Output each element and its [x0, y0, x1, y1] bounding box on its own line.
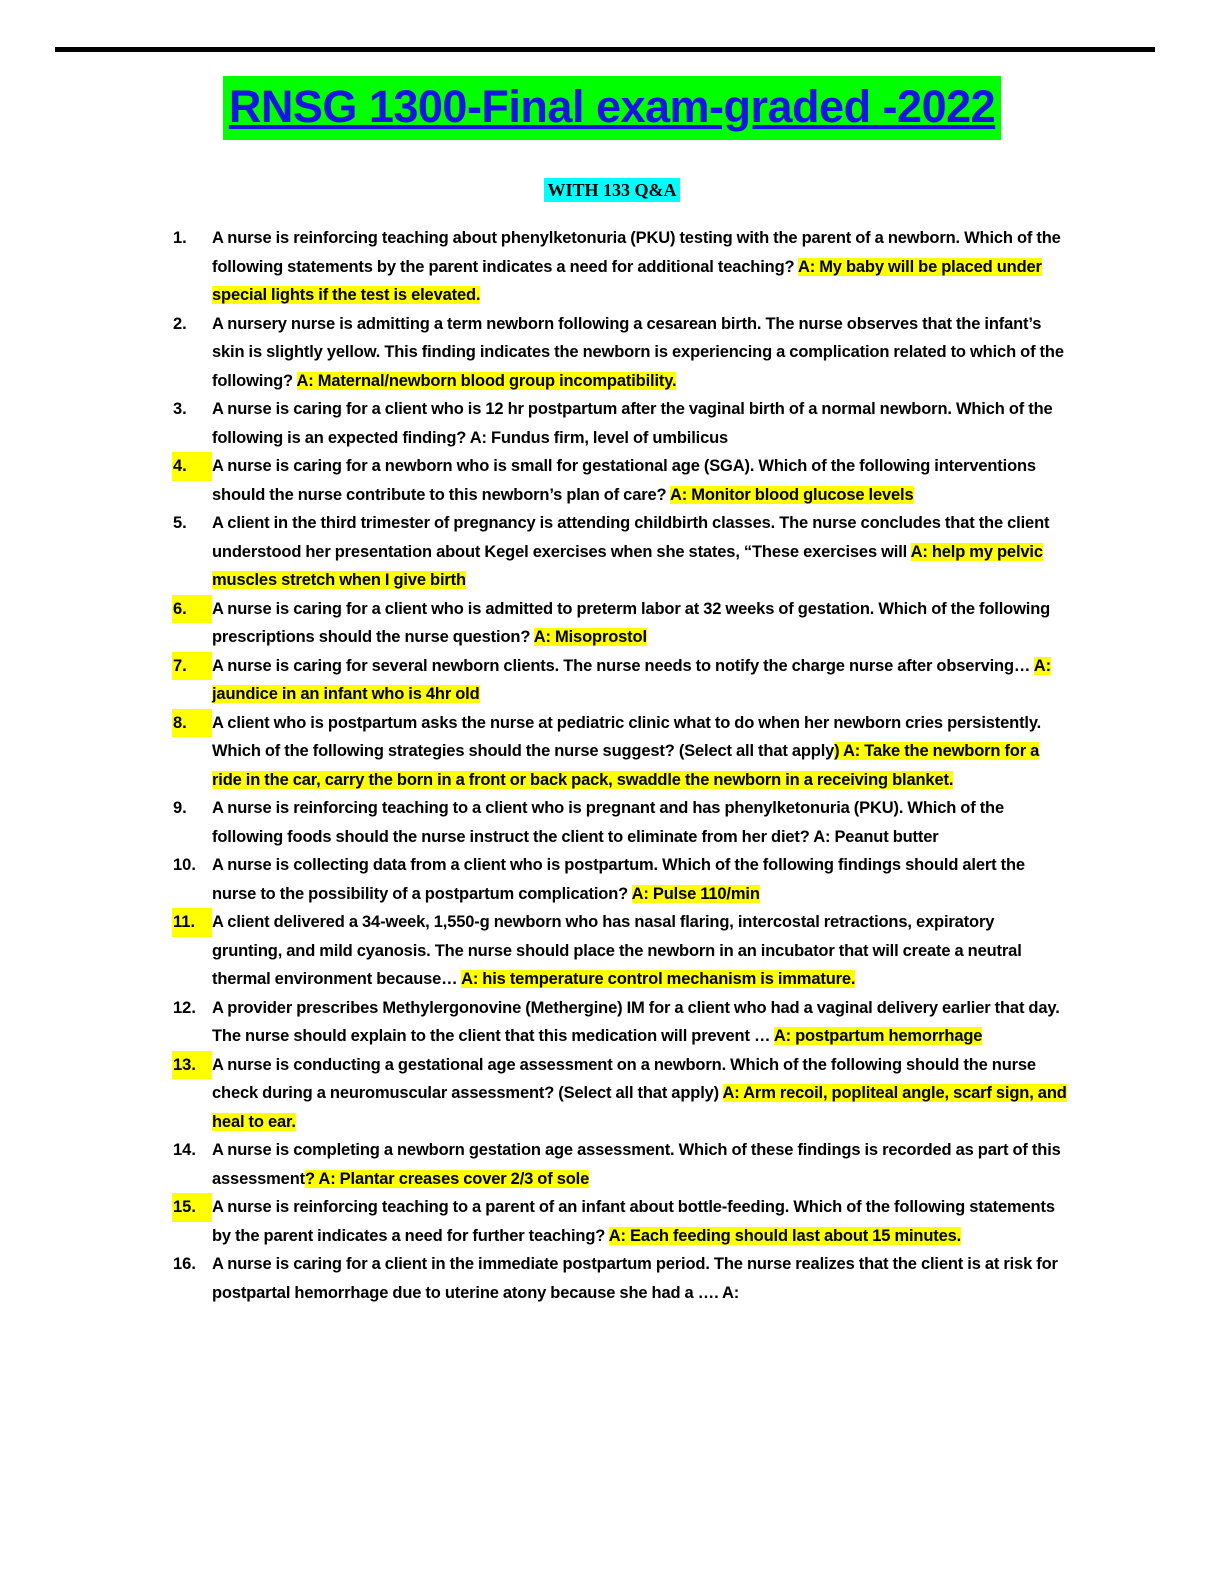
question-stem: A nurse is caring for a client who is ad… — [212, 599, 1051, 647]
page-subtitle: WITH 133 Q&A — [544, 178, 680, 202]
page-title: RNSG 1300-Final exam-graded -2022 — [222, 76, 1002, 140]
question-stem: A provider prescribes Methylergonovine (… — [212, 998, 1060, 1046]
header-horizontal-rule — [55, 47, 1155, 52]
question-stem: A nursery nurse is admitting a term newb… — [212, 314, 1064, 390]
question-item: 14. A nurse is completing a newborn gesta… — [172, 1136, 1067, 1193]
question-item: 4. A nurse is caring for a newborn who is… — [172, 452, 1067, 509]
question-text: A nurse is completing a newborn gestatio… — [212, 1136, 1067, 1193]
question-number-label: 12. — [173, 998, 196, 1017]
question-number: 6. — [172, 594, 212, 623]
question-item: 13.A nurse is conducting a gestational a… — [172, 1050, 1067, 1137]
question-number: 14. — [172, 1136, 212, 1165]
question-item: 9. A nurse is reinforcing teaching to a c… — [172, 794, 1067, 851]
question-number-label: 4. — [172, 452, 201, 481]
question-stem: A nurse is caring for several newborn cl… — [212, 656, 1034, 675]
question-stem: A nurse is reinforcing teaching to a cli… — [212, 799, 1005, 846]
question-item: 11.A client delivered a 34-week, 1,550-g… — [172, 908, 1067, 994]
question-text: A nurse is reinforcing teaching to a par… — [212, 1193, 1067, 1250]
question-stem: A nurse is reinforcing teaching about ph… — [212, 229, 1061, 276]
answer-highlight: A: Monitor blood glucose levels — [669, 485, 914, 504]
question-item: 16. A nurse is caring for a client in the… — [172, 1250, 1067, 1307]
question-item: 5. A client in the third trimester of pre… — [172, 509, 1067, 595]
question-stem: A nurse is completing a newborn gestatio… — [212, 1141, 1061, 1188]
question-number: 12. — [172, 994, 212, 1023]
question-number-label: 6. — [172, 594, 201, 623]
question-stem: A client in the third trimester of pregn… — [212, 514, 1050, 561]
answer-highlight: A: Maternal/newborn blood group incompat… — [296, 371, 677, 390]
question-number: 1. — [172, 224, 212, 253]
question-number-label: 7. — [172, 651, 201, 680]
question-item: 10. A nurse is collecting data from a cli… — [172, 851, 1067, 908]
question-text: A client who is postpartum asks the nurs… — [212, 709, 1067, 795]
question-text: A nurse is reinforcing teaching about ph… — [212, 224, 1067, 310]
question-text: A nurse is collecting data from a client… — [212, 851, 1067, 908]
question-item: 7. A nurse is caring for several newborn … — [172, 651, 1067, 709]
question-number-label: 8. — [172, 708, 201, 737]
question-text: A nurse is caring for a newborn who is s… — [212, 452, 1067, 509]
question-number-label: 10. — [173, 856, 196, 874]
page-title-container: RNSG 1300-Final exam-graded -2022 — [0, 76, 1224, 140]
question-stem: A client who is postpartum asks the nurs… — [212, 713, 1042, 761]
question-list: 1. A nurse is reinforcing teaching about … — [172, 224, 1067, 1307]
question-stem: A nurse is collecting data from a client… — [212, 856, 1025, 903]
question-number: 15. — [172, 1193, 212, 1222]
answer-highlight: ? A: Plantar creases cover 2/3 of sole — [304, 1169, 590, 1188]
question-item: 2. A nursery nurse is admitting a term ne… — [172, 310, 1067, 396]
question-number-label: 15. — [172, 1193, 210, 1222]
question-stem: A nurse is caring for a client who is 12… — [212, 400, 1053, 447]
question-text: A nurse is caring for a client in the im… — [212, 1250, 1067, 1307]
question-number: 13. — [172, 1050, 212, 1079]
question-text: A nurse is caring for a client who is 12… — [212, 395, 1067, 452]
question-item: 1. A nurse is reinforcing teaching about … — [172, 224, 1067, 310]
question-stem: A nurse is caring for a newborn who is s… — [212, 457, 1036, 504]
question-number: 7. — [172, 651, 212, 680]
question-number: 5. — [172, 509, 212, 538]
question-item: 6. A nurse is caring for a client who is … — [172, 594, 1067, 652]
question-number: 3. — [172, 395, 212, 424]
question-number: 11. — [172, 908, 212, 937]
question-text: A nurse is reinforcing teaching to a cli… — [212, 794, 1067, 851]
question-number: 16. — [172, 1250, 212, 1279]
question-number-label: 11. — [172, 908, 210, 937]
question-number-label: 5. — [173, 514, 187, 532]
question-number: 9. — [172, 794, 212, 823]
question-text: A client delivered a 34-week, 1,550-g ne… — [212, 908, 1067, 994]
question-item: 8. A client who is postpartum asks the nu… — [172, 708, 1067, 795]
answer-highlight: A: postpartum hemorrhage — [773, 1027, 983, 1045]
question-number-label: 13. — [172, 1050, 210, 1079]
page-subtitle-container: WITH 133 Q&A — [0, 178, 1224, 202]
question-stem: A client delivered a 34-week, 1,550-g ne… — [212, 913, 1022, 988]
question-number-label: 3. — [173, 400, 187, 418]
question-number-label: 16. — [173, 1255, 196, 1273]
question-number: 4. — [172, 452, 212, 481]
answer-highlight: A: Each feeding should last about 15 min… — [608, 1226, 962, 1245]
question-number-label: 1. — [173, 229, 187, 247]
answer-highlight: A: Pulse 110/min — [631, 884, 760, 903]
question-number: 10. — [172, 851, 212, 880]
question-item: 15.A nurse is reinforcing teaching to a … — [172, 1193, 1067, 1250]
question-text: A nurse is conducting a gestational age … — [212, 1051, 1067, 1137]
question-item: 12. A provider prescribes Methylergonovin… — [172, 994, 1067, 1051]
question-stem: A nurse is reinforcing teaching to a par… — [212, 1198, 1055, 1245]
question-text: A provider prescribes Methylergonovine (… — [212, 994, 1067, 1051]
question-text: A nurse is caring for several newborn cl… — [212, 652, 1067, 709]
question-number: 2. — [172, 310, 212, 339]
question-number-label: 2. — [173, 314, 187, 333]
question-text: A client in the third trimester of pregn… — [212, 509, 1067, 595]
question-number-label: 9. — [173, 799, 187, 817]
question-number-label: 14. — [173, 1141, 196, 1159]
question-item: 3. A nurse is caring for a client who is … — [172, 395, 1067, 452]
question-text: A nursery nurse is admitting a term newb… — [212, 310, 1067, 396]
question-stem: A nurse is conducting a gestational age … — [212, 1055, 1036, 1103]
answer-highlight: A: Misoprostol — [533, 628, 647, 646]
answer-highlight: A: his temperature control mechanism is … — [461, 970, 856, 988]
question-text: A nurse is caring for a client who is ad… — [212, 595, 1067, 652]
question-number: 8. — [172, 708, 212, 737]
question-stem: A nurse is caring for a client in the im… — [212, 1255, 1058, 1302]
